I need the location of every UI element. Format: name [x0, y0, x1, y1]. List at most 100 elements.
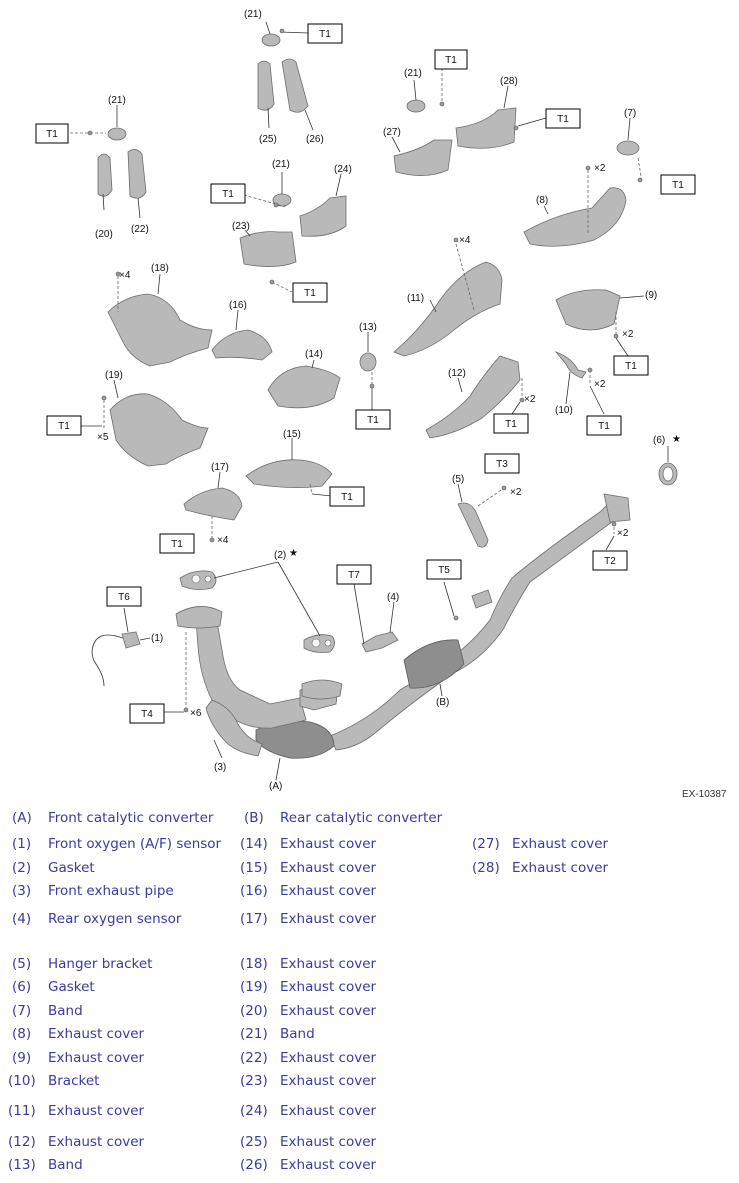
legend-code-20: (20)	[240, 1003, 268, 1019]
part-group-16	[211, 309, 273, 361]
callout-24: (24)	[334, 164, 352, 175]
torque-box-t6: T6	[106, 586, 142, 607]
part-group-12	[425, 355, 525, 439]
figure-id: EX-10387	[682, 789, 727, 800]
legend-name-10: Bracket	[48, 1073, 100, 1089]
callout-21-left: (21)	[108, 95, 126, 106]
mult-x5-19: ×5	[97, 432, 109, 443]
legend-name-4: Rear oxygen sensor	[48, 911, 182, 927]
callout-21-right: (21)	[404, 68, 422, 79]
part-group-21-27-28	[391, 68, 547, 176]
legend-code-5: (5)	[12, 956, 32, 972]
torque-box-t1-17: T1	[159, 533, 195, 554]
legend-code-12: (12)	[8, 1134, 36, 1150]
callout-A: (A)	[269, 781, 282, 792]
legend-name-23: Exhaust cover	[280, 1073, 377, 1089]
torque-box-t1-19: T1	[46, 415, 82, 436]
callout-2: (2)	[274, 550, 286, 561]
legend-name-13: Band	[48, 1157, 83, 1173]
torque-box-t1-9: T1	[613, 355, 649, 376]
torque-box-t3: T3	[484, 453, 520, 474]
svg-text:T5: T5	[438, 565, 450, 576]
part-group-13	[359, 332, 377, 410]
callout-6: (6)	[653, 435, 665, 446]
legend-name-27: Exhaust cover	[512, 836, 609, 852]
legend-code-7: (7)	[12, 1003, 32, 1019]
callout-17: (17)	[211, 462, 229, 473]
legend-code-13: (13)	[8, 1157, 36, 1173]
mult-x4-11: ×4	[459, 235, 471, 246]
callout-25: (25)	[259, 134, 277, 145]
legend-name-25: Exhaust cover	[280, 1134, 377, 1150]
callout-28: (28)	[500, 76, 518, 87]
torque-box-t4: T4	[129, 703, 165, 724]
legend-name-14: Exhaust cover	[280, 836, 377, 852]
callout-18: (18)	[151, 263, 169, 274]
svg-text:T1: T1	[672, 180, 684, 191]
torque-box-t1-15: T1	[329, 486, 365, 507]
legend-name-3: Front exhaust pipe	[48, 883, 174, 899]
callout-21-top: (21)	[244, 9, 262, 20]
mult-x2-12: ×2	[524, 394, 536, 405]
legend-code-9: (9)	[12, 1050, 32, 1066]
callout-22: (22)	[131, 224, 149, 235]
svg-text:T1: T1	[557, 114, 569, 125]
legend-code-10: (10)	[8, 1073, 36, 1089]
legend-name-18: Exhaust cover	[280, 956, 377, 972]
mult-x2-10: ×2	[594, 379, 606, 390]
torque-box-t5: T5	[426, 559, 462, 580]
legend-name-7: Band	[48, 1003, 83, 1019]
part-group-14	[267, 359, 341, 409]
svg-text:T1: T1	[304, 288, 316, 299]
legend-code-25: (25)	[240, 1134, 268, 1150]
star-2: ★	[289, 548, 298, 559]
torque-box-t1-left: T1	[35, 123, 69, 144]
part-group-1	[91, 607, 151, 687]
legend-code-16: (16)	[240, 883, 268, 899]
part-group-15	[245, 438, 333, 497]
mult-x2-9: ×2	[622, 329, 634, 340]
callout-20: (20)	[95, 229, 113, 240]
callout-9: (9)	[645, 290, 657, 301]
part-group-10	[554, 351, 605, 415]
mult-x4-17: ×4	[217, 535, 229, 546]
part-group-7	[616, 117, 643, 183]
part-group-17	[183, 471, 243, 543]
main-exhaust-assembly	[162, 493, 631, 781]
legend-code-22: (22)	[240, 1050, 268, 1066]
legend-name-24: Exhaust cover	[280, 1103, 377, 1119]
legend-name-15: Exhaust cover	[280, 860, 377, 876]
svg-text:T1: T1	[367, 415, 379, 426]
callout-11: (11)	[407, 293, 424, 304]
svg-text:T1: T1	[319, 29, 331, 40]
callout-16: (16)	[229, 300, 247, 311]
torque-box-t1-21-mid: T1	[210, 183, 246, 204]
legend-name-B: Rear catalytic converter	[280, 810, 443, 826]
legend-code-23: (23)	[240, 1073, 268, 1089]
legend-code-17: (17)	[240, 911, 268, 927]
part-group-8	[523, 165, 627, 247]
legend-name-26: Exhaust cover	[280, 1157, 377, 1173]
torque-box-t1-28: T1	[545, 108, 581, 129]
legend-name-8: Exhaust cover	[48, 1026, 145, 1042]
legend-name-2: Gasket	[48, 860, 95, 876]
torque-box-t1-23: T1	[292, 282, 328, 303]
callout-B: (B)	[436, 697, 449, 708]
svg-text:T1: T1	[46, 129, 58, 140]
callout-15: (15)	[283, 429, 301, 440]
legend-name-20: Exhaust cover	[280, 1003, 377, 1019]
torque-box-t1-right-top: T1	[434, 49, 468, 70]
legend-code-14: (14)	[240, 836, 268, 852]
torque-box-t7: T7	[336, 564, 372, 585]
legend-code-21: (21)	[240, 1026, 268, 1042]
part-group-19	[80, 379, 209, 467]
mult-x6-T4: ×6	[190, 708, 202, 719]
callout-23: (23)	[232, 221, 250, 232]
callout-7: (7)	[624, 108, 636, 119]
legend-code-26: (26)	[240, 1157, 268, 1173]
mult-x2-T2: ×2	[617, 528, 629, 539]
svg-text:T1: T1	[58, 421, 70, 432]
legend-name-28: Exhaust cover	[512, 860, 609, 876]
svg-text:T1: T1	[625, 361, 637, 372]
part-group-2	[179, 561, 335, 653]
